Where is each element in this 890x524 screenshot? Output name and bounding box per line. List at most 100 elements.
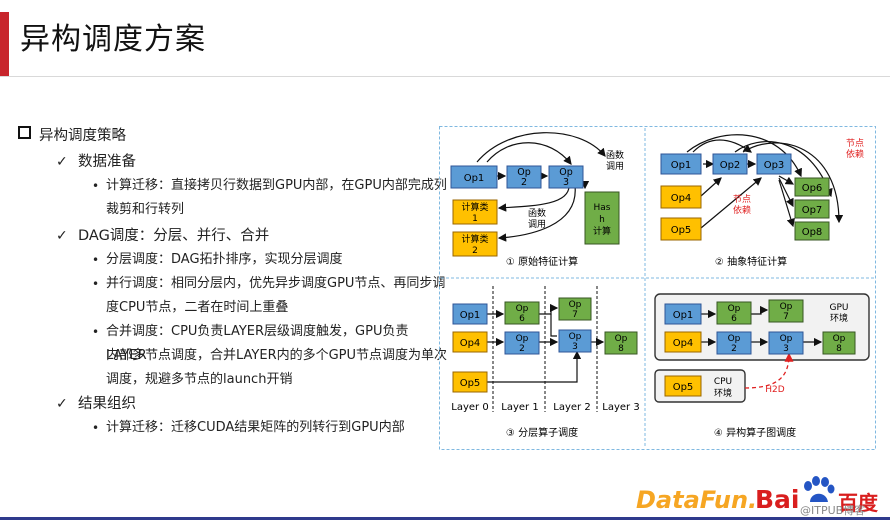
dot-bullet-icon: • (92, 179, 100, 193)
svg-text:2: 2 (731, 344, 737, 354)
svg-text:1: 1 (472, 214, 478, 224)
list-item: •计算迁移：迁移CUDA结果矩阵的列转行到GPU内部 (92, 416, 405, 440)
svg-text:Op: Op (569, 332, 582, 342)
layer-label: Layer 0 (451, 402, 488, 413)
svg-text:函数: 函数 (606, 149, 624, 161)
svg-text:2: 2 (521, 177, 527, 188)
title-divider (0, 76, 890, 77)
svg-text:3: 3 (783, 344, 789, 354)
svg-text:Op5: Op5 (673, 382, 694, 393)
svg-text:函数: 函数 (528, 207, 546, 219)
svg-text:节点: 节点 (846, 138, 864, 149)
svg-text:Op2: Op2 (720, 160, 741, 171)
watermark: @ITPUB博客 (800, 504, 866, 517)
svg-text:Op4: Op4 (673, 338, 694, 349)
svg-text:环境: 环境 (830, 312, 848, 324)
q2-caption: ② 抽象特征计算 (715, 255, 787, 268)
svg-text:Op1: Op1 (671, 160, 692, 171)
svg-text:节点: 节点 (733, 194, 751, 205)
baidu-paw-icon (804, 476, 835, 502)
list-item: 内部多节点调度，合并LAYER内的多个GPU节点调度为单次 (106, 348, 448, 363)
svg-text:Op: Op (516, 334, 529, 344)
svg-text:Op8: Op8 (802, 227, 823, 238)
checkmark-icon: ✓ (56, 396, 68, 412)
dot-bullet-icon: • (92, 421, 100, 435)
quadrant-raw-feature: Op1 Op 2 Op 3 计算类 1 计算类 2 Has h 计算 函数 调用… (450, 132, 624, 268)
svg-text:2: 2 (472, 246, 478, 256)
datafun-logo: DataFun. (636, 486, 758, 514)
svg-text:7: 7 (572, 310, 578, 320)
checkmark-icon: ✓ (56, 228, 68, 244)
svg-text:Op3: Op3 (764, 160, 785, 171)
svg-text:计算类: 计算类 (461, 201, 488, 213)
title-accent-bar (0, 12, 9, 76)
section-dag-scheduling: ✓DAG调度：分层、并行、合并 (56, 228, 270, 244)
dot-bullet-icon: • (92, 253, 100, 267)
list-item: 调度，规避多节点的launch开销 (106, 372, 293, 387)
svg-text:计算: 计算 (593, 225, 611, 237)
svg-text:Op: Op (517, 167, 531, 178)
svg-text:依赖: 依赖 (733, 204, 751, 216)
list-item: 度CPU节点，二者在时间上重叠 (106, 300, 289, 315)
svg-text:GPU: GPU (830, 303, 849, 313)
layer-label: Layer 2 (553, 402, 590, 413)
q1-caption: ① 原始特征计算 (506, 255, 578, 268)
strategy-heading: 异构调度策略 (18, 124, 126, 145)
svg-text:Op: Op (615, 334, 628, 344)
svg-text:计算类: 计算类 (461, 233, 488, 245)
svg-text:CPU: CPU (714, 377, 732, 387)
svg-text:Op: Op (780, 334, 793, 344)
slide-title: 异构调度方案 (20, 22, 206, 57)
svg-text:调用: 调用 (528, 219, 546, 230)
svg-text:6: 6 (519, 314, 525, 324)
q4-caption: ④ 异构算子图调度 (714, 426, 796, 439)
svg-text:Has: Has (594, 203, 611, 213)
quadrant-abstract-feature: Op1 Op2 Op3 Op4 Op5 Op6 Op7 Op8 节点 依赖 节点… (660, 134, 864, 268)
svg-text:Op: Op (516, 304, 529, 314)
baidu-logo-cn: 百度 (838, 491, 878, 515)
list-item: 裁剪和行转列 (106, 202, 185, 217)
svg-text:3: 3 (572, 342, 578, 352)
svg-text:Op4: Op4 (671, 193, 692, 204)
svg-text:Op5: Op5 (460, 378, 481, 389)
svg-text:8: 8 (618, 344, 624, 354)
svg-text:调用: 调用 (606, 161, 624, 172)
svg-text:2: 2 (519, 344, 525, 354)
svg-text:Op: Op (559, 167, 573, 178)
list-item: •合并调度：CPU负责LAYER层级调度触发，GPU负责LAYER (92, 320, 448, 368)
section-result-org: ✓结果组织 (56, 396, 136, 412)
svg-text:Op5: Op5 (671, 225, 692, 236)
list-item: •并行调度：相同分层内，优先异步调度GPU节点、再同步调 (92, 272, 445, 296)
svg-text:3: 3 (563, 177, 569, 188)
scheduling-diagram: Op1 Op 2 Op 3 计算类 1 计算类 2 Has h 计算 函数 调用… (439, 126, 876, 450)
svg-text:Op: Op (780, 302, 793, 312)
svg-text:H2D: H2D (765, 385, 784, 395)
svg-text:依赖: 依赖 (846, 148, 864, 160)
dot-bullet-icon: • (92, 277, 100, 291)
svg-text:h: h (599, 215, 605, 225)
svg-text:Op1: Op1 (460, 310, 481, 321)
quadrant-layered-scheduling: Op1 Op4 Op5 Op 6 Op 2 Op 7 Op 3 Op 8 Lay… (451, 286, 640, 439)
section-data-prep: ✓数据准备 (56, 154, 136, 170)
q3-caption: ③ 分层算子调度 (506, 426, 578, 439)
svg-text:Op6: Op6 (802, 183, 823, 194)
svg-text:Op: Op (833, 334, 846, 344)
svg-text:Op: Op (569, 300, 582, 310)
quadrant-heterogeneous-graph: Op1 Op4 Op 6 Op 2 Op 7 Op 3 Op 8 GPU 环境 … (654, 293, 870, 439)
list-item: •分层调度：DAG拓扑排序，实现分层调度 (92, 248, 343, 272)
square-bullet-icon (18, 126, 31, 139)
svg-text:Op: Op (728, 334, 741, 344)
layer-label: Layer 1 (501, 402, 538, 413)
q1-op1-label: Op1 (464, 173, 485, 184)
baidu-logo-text: Bai (755, 485, 800, 514)
diagram-border (439, 126, 876, 450)
svg-text:7: 7 (783, 312, 789, 322)
checkmark-icon: ✓ (56, 154, 68, 170)
list-item: •计算迁移：直接拷贝行数据到GPU内部，在GPU内部完成列 (92, 174, 447, 198)
svg-text:Op4: Op4 (460, 338, 481, 349)
dot-bullet-icon: • (92, 325, 100, 339)
svg-text:Op1: Op1 (673, 310, 694, 321)
svg-text:Op: Op (728, 304, 741, 314)
svg-text:6: 6 (731, 314, 737, 324)
layer-label: Layer 3 (602, 402, 639, 413)
